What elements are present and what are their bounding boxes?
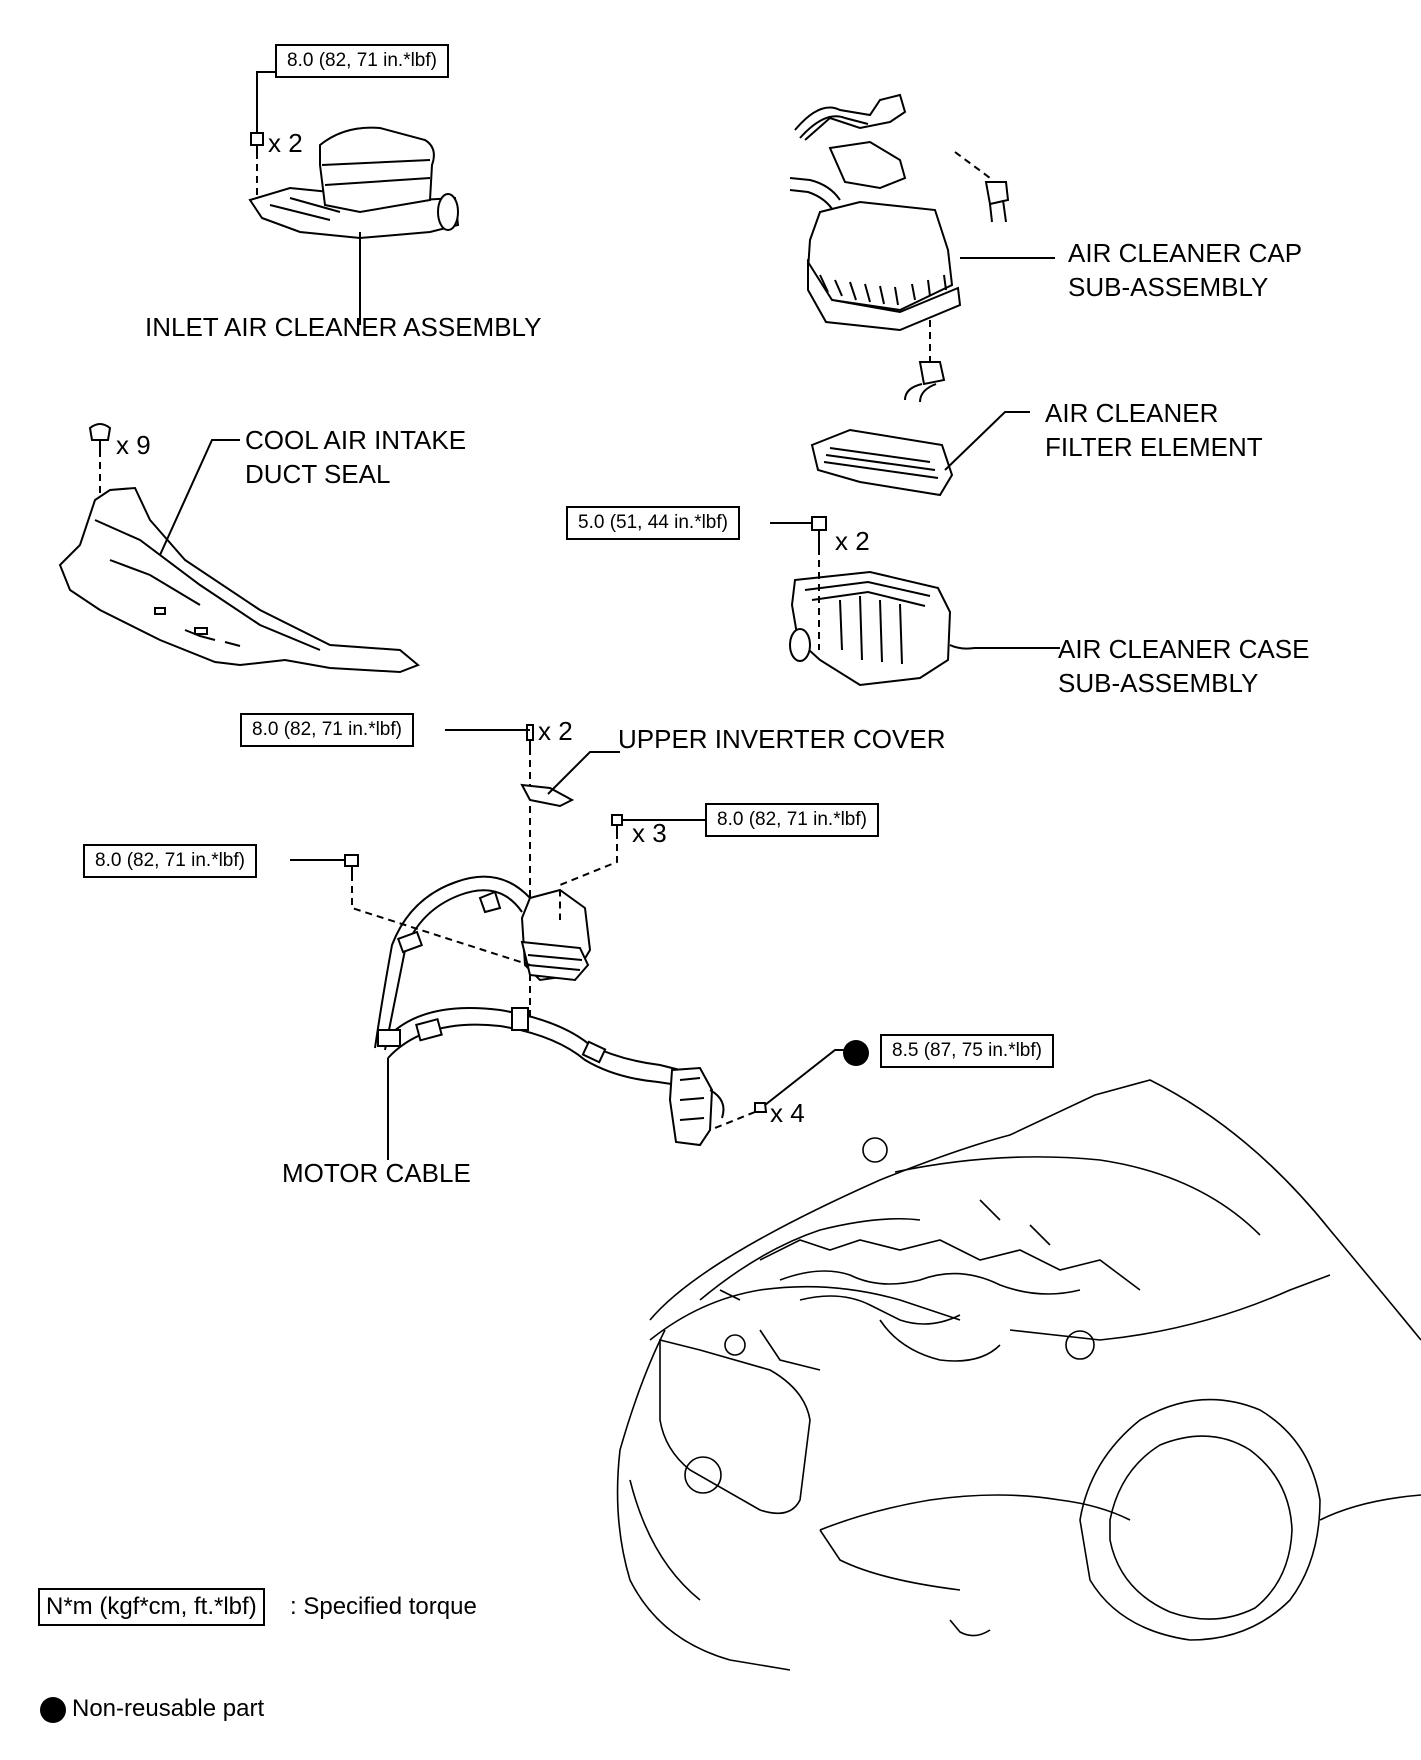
- label-air-cleaner-case-line2: SUB-ASSEMBLY: [1058, 668, 1259, 698]
- label-inlet-air-cleaner: INLET AIR CLEANER ASSEMBLY: [145, 312, 542, 342]
- qty-inlet-bolt: x 2: [268, 128, 303, 158]
- torque-case-bolt: 5.0 (51, 44 in.*lbf): [566, 506, 740, 540]
- qty-cable-bolt-x3: x 3: [632, 818, 667, 848]
- air-cleaner-cap-drawing: [789, 93, 1055, 403]
- air-cleaner-case-drawing: [770, 516, 1060, 687]
- torque-cable-bolt-x3: 8.0 (82, 71 in.*lbf): [705, 803, 879, 837]
- legend-torque-unit-box: N*m (kgf*cm, ft.*lbf): [38, 1588, 265, 1626]
- upper-inverter-cover-drawing: [445, 724, 620, 1020]
- motor-cable-drawing: [290, 814, 852, 1160]
- nonreusable-marker-icon: [843, 1040, 869, 1066]
- qty-inverter-cover-bolt: x 2: [538, 716, 573, 746]
- label-cool-air-seal-line2: DUCT SEAL: [245, 459, 391, 489]
- qty-case-bolt: x 2: [835, 526, 870, 556]
- torque-cable-bolt-x4: 8.5 (87, 75 in.*lbf): [880, 1034, 1054, 1068]
- label-air-cleaner-filter-line1: AIR CLEANER: [1045, 398, 1219, 428]
- inlet-air-cleaner-drawing: [248, 71, 460, 325]
- qty-seal-clip: x 9: [116, 430, 151, 460]
- label-motor-cable: MOTOR CABLE: [282, 1158, 471, 1188]
- vehicle-outline: [616, 1079, 1421, 1671]
- qty-cable-bolt-x4: x 4: [770, 1098, 805, 1128]
- legend-nonreusable-icon: [40, 1697, 66, 1723]
- legend-torque-description: : Specified torque: [290, 1593, 477, 1620]
- cool-air-seal-drawing: [58, 423, 420, 674]
- torque-cable-bolt-left: 8.0 (82, 71 in.*lbf): [83, 844, 257, 878]
- label-air-cleaner-cap-line1: AIR CLEANER CAP: [1068, 238, 1303, 268]
- label-air-cleaner-cap-line2: SUB-ASSEMBLY: [1068, 272, 1269, 302]
- torque-inverter-cover-bolt: 8.0 (82, 71 in.*lbf): [240, 713, 414, 747]
- label-cool-air-seal-line1: COOL AIR INTAKE: [245, 425, 467, 455]
- legend-nonreusable-text: Non-reusable part: [72, 1695, 265, 1722]
- label-air-cleaner-case-line1: AIR CLEANER CASE: [1058, 634, 1310, 664]
- label-upper-inverter-cover: UPPER INVERTER COVER: [618, 724, 946, 754]
- label-air-cleaner-filter-line2: FILTER ELEMENT: [1045, 432, 1263, 462]
- torque-inlet-bolt: 8.0 (82, 71 in.*lbf): [275, 44, 449, 78]
- air-cleaner-filter-drawing: [810, 411, 1030, 497]
